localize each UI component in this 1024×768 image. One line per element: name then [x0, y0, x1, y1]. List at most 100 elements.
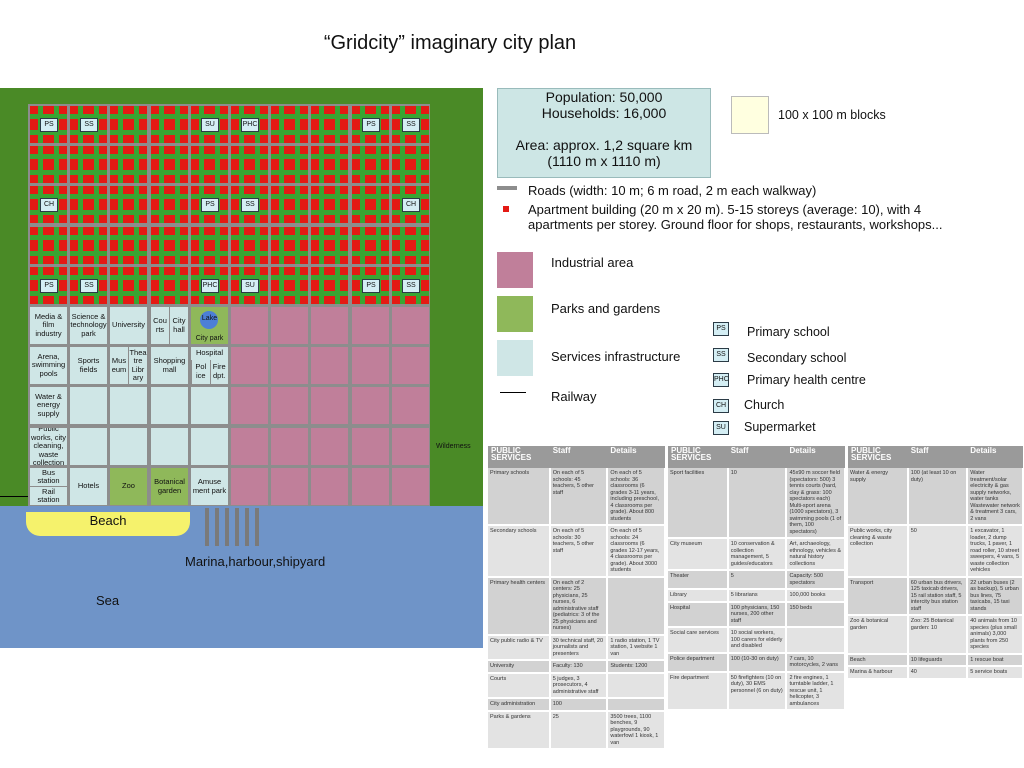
- industrial-block: [311, 387, 348, 424]
- industrial-block: [271, 307, 308, 344]
- staff-cell: 30 technical staff, 20 journalists and p…: [549, 634, 609, 661]
- service-name-cell: City administration: [488, 698, 551, 712]
- block-public-works: Public works, city cleaning, waste colle…: [30, 428, 67, 465]
- apartment-block: [271, 186, 308, 223]
- block-museum: Mus eum: [111, 356, 127, 374]
- block-hotels: Hotels: [70, 468, 107, 505]
- services-table-2: PUBLIC SERVICES Staff Details Sport faci…: [668, 446, 846, 711]
- block-arena: Arena, swimming pools: [30, 347, 67, 384]
- ps-tag: PS: [40, 279, 58, 293]
- staff-cell: 25: [549, 710, 609, 750]
- industrial-block: [231, 387, 268, 424]
- service-name-cell: Library: [668, 589, 729, 603]
- sea-label: Sea: [96, 593, 120, 608]
- staff-cell: 40: [907, 666, 969, 680]
- apartment-block: [352, 186, 389, 223]
- block-police: Pol ice: [191, 359, 210, 384]
- service-name-cell: Transport: [848, 576, 909, 616]
- service-block: [70, 387, 107, 424]
- details-cell: [607, 698, 666, 712]
- details-cell: 1 rescue boat: [967, 653, 1024, 667]
- service-name-cell: Police department: [668, 652, 729, 673]
- industrial-block: [392, 468, 429, 505]
- apartment-block: [311, 267, 348, 304]
- road-swatch: [497, 186, 517, 190]
- staff-cell: 5 librarians: [727, 589, 788, 603]
- staff-cell: 60 urban bus drivers, 125 taxicab driver…: [907, 576, 969, 616]
- service-name-cell: Secondary schools: [488, 525, 551, 578]
- city-stats-box: Population: 50,000 Households: 16,000 Ar…: [497, 88, 711, 178]
- block-water: Water & energy supply: [30, 387, 67, 424]
- phc-tag: PHC: [713, 373, 729, 387]
- apartment-block: [271, 227, 308, 264]
- col-header: PUBLIC SERVICES: [668, 446, 728, 468]
- service-name-cell: Theater: [668, 570, 729, 590]
- ch-tag: CH: [402, 198, 420, 212]
- households: Households: 16,000: [541, 105, 667, 121]
- block-library: Libr ary: [131, 364, 145, 382]
- apartment-block: [30, 146, 67, 183]
- apartment-block: [110, 227, 147, 264]
- blocks-label: 100 x 100 m blocks: [778, 108, 886, 122]
- service-name-cell: Hospital: [668, 601, 729, 628]
- apartment-block: [311, 146, 348, 183]
- church-label: Church: [744, 398, 785, 412]
- apartment-block: [30, 106, 67, 143]
- service-name-cell: Marina & harbour: [848, 666, 909, 680]
- pier: [245, 508, 249, 546]
- apartment-block: [70, 186, 107, 223]
- details-cell: Students: 1200: [607, 660, 666, 674]
- staff-cell: 50: [907, 525, 969, 578]
- ps-tag: PS: [713, 322, 729, 336]
- ps-tag: PS: [40, 118, 58, 132]
- industrial-block: [231, 468, 268, 505]
- staff-cell: 10 lifeguards: [907, 653, 969, 667]
- details-cell: 7 cars, 10 motorcycles, 2 vans: [786, 652, 846, 673]
- table-row: Public works, city cleaning & waste coll…: [848, 525, 1024, 578]
- block-courts: Cou rts: [153, 316, 167, 334]
- su-tag: SU: [713, 421, 729, 435]
- col-header: PUBLIC SERVICES: [848, 446, 908, 468]
- service-name-cell: City public radio & TV: [488, 634, 551, 661]
- ss-tag: SS: [241, 198, 259, 212]
- col-header: Details: [786, 446, 845, 468]
- details-cell: 5 service boats: [967, 666, 1024, 680]
- service-name-cell: City museum: [668, 538, 729, 571]
- block-media: Media & film industry: [30, 307, 67, 344]
- industrial-block: [392, 428, 429, 465]
- services-table-1: PUBLIC SERVICES Staff Details Primary sc…: [488, 446, 666, 750]
- service-name-cell: Primary health centers: [488, 576, 551, 636]
- apartment-block: [30, 227, 67, 264]
- block-science: Science & technology park: [70, 307, 107, 344]
- block-sports: Sports fields: [70, 347, 107, 384]
- ch-tag: CH: [713, 399, 729, 413]
- industrial-block: [311, 347, 348, 384]
- staff-cell: 100: [549, 698, 609, 712]
- block-university: University: [110, 307, 147, 344]
- su-tag: SU: [241, 279, 259, 293]
- service-block: [151, 387, 188, 424]
- lake-label: Lake: [201, 315, 218, 322]
- col-header: Staff: [727, 446, 787, 468]
- block-rail-station: Rail station: [37, 486, 60, 504]
- service-name-cell: Primary schools: [488, 468, 551, 526]
- staff-cell: 5: [727, 570, 788, 590]
- apartment-block: [191, 106, 228, 143]
- railway-line: [0, 496, 28, 497]
- apartment-block: [191, 267, 228, 304]
- details-cell: [607, 576, 666, 636]
- apartment-block: [191, 146, 228, 183]
- apartment-block: [231, 146, 268, 183]
- col-header: PUBLIC SERVICES: [488, 446, 550, 468]
- area: Area: approx. 1,2 square km: [515, 137, 693, 153]
- su-tag: SU: [201, 118, 219, 132]
